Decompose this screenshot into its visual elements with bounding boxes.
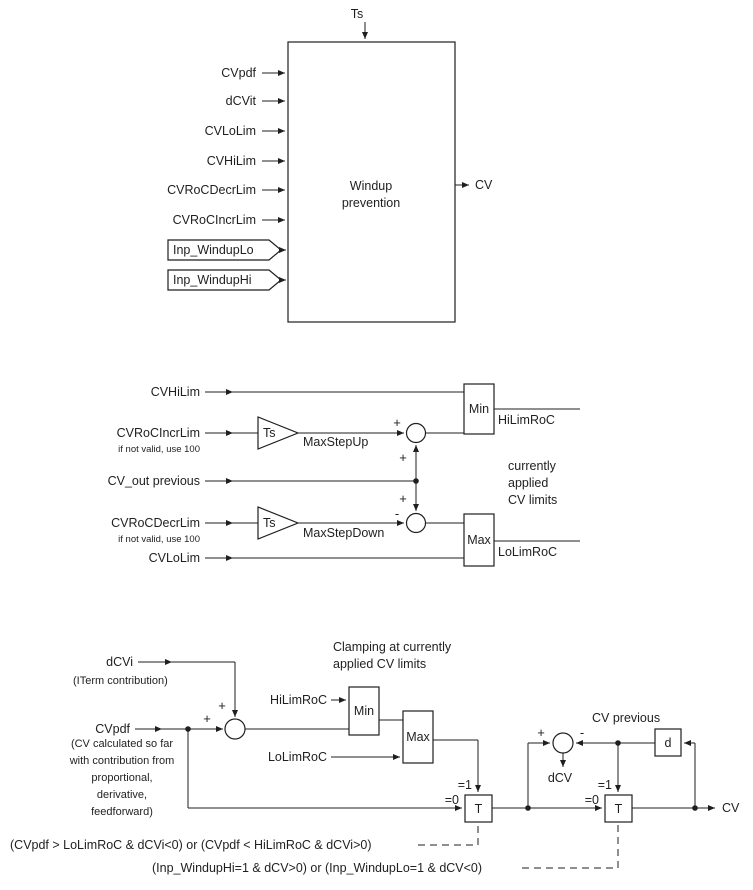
diff-junction	[552, 732, 574, 754]
currently-applied-note: currently applied CV limits	[508, 459, 557, 507]
cv-final-label: CV	[722, 801, 740, 815]
tag-input-windup-hi: Inp_WindupHi	[167, 269, 286, 291]
lolimroc-out-label: LoLimRoC	[498, 545, 557, 559]
gain-up-ts-label: Ts	[263, 426, 276, 440]
sum-b1-plus-left: +	[203, 711, 211, 726]
top-section: Ts Windup prevention CVpdf dCVit CVLoLim…	[167, 7, 493, 323]
hilimroc-in-label: HiLimRoC	[270, 693, 327, 707]
tag-label-windup-hi: Inp_WindupHi	[173, 273, 252, 287]
tag-input-windup-lo: Inp_WindupLo	[167, 239, 286, 261]
diff-plus-left: +	[537, 725, 545, 740]
cvpdf-note-line4: derivative,	[97, 789, 147, 801]
max-block-mid-label: Max	[467, 533, 491, 547]
t-switch-1	[464, 794, 493, 823]
note-line-3: CV limits	[508, 493, 557, 507]
windup-prevention-block	[287, 41, 456, 323]
ts-top-label: Ts	[351, 7, 364, 21]
gain-triangle-up	[257, 416, 300, 450]
t2-eq0-label: =0	[585, 793, 599, 807]
cv-output-label-top: CV	[475, 178, 493, 192]
dcvi-label: dCVi	[106, 655, 133, 669]
mid-not-valid-note-1: if not valid, use 100	[118, 444, 200, 455]
clamping-title-line1: Clamping at currently	[333, 640, 452, 654]
input-label-cvlolim: CVLoLim	[205, 124, 256, 138]
diff-minus-right: -	[580, 725, 584, 740]
t-switch-2	[604, 794, 633, 823]
min-block-mid-label: Min	[469, 402, 489, 416]
max-block-clamp-label: Max	[406, 730, 430, 744]
cvpdf-note-line2: with contribution from	[69, 755, 175, 767]
sum-b1-plus-top: +	[218, 698, 226, 713]
tag-shape-windup-lo	[167, 239, 282, 261]
maxstepup-label: MaxStepUp	[303, 435, 368, 449]
hilimroc-out-label: HiLimRoC	[498, 413, 555, 427]
t-switch-2-label: T	[615, 802, 623, 816]
mid-cvrocincrlim-label: CVRoCIncrLim	[117, 426, 200, 440]
block-title-line1: Windup	[350, 179, 392, 193]
lolimroc-in-label: LoLimRoC	[268, 750, 327, 764]
sum-up-plus-bottom: +	[399, 450, 407, 465]
note-line-2: applied	[508, 476, 548, 490]
cvpdf-label: CVpdf	[95, 722, 130, 736]
sum-junction-clamp	[224, 718, 246, 740]
block-title-line2: prevention	[342, 196, 400, 210]
input-label-cvrocdecrlim: CVRoCDecrLim	[167, 183, 256, 197]
delay-block	[654, 728, 682, 757]
sum-up-plus-left: +	[393, 415, 401, 430]
cvpdf-note-line5: feedforward)	[91, 806, 153, 818]
t1-eq0-label: =0	[445, 793, 459, 807]
sum-junction-up	[405, 422, 427, 444]
mid-cvlolim-label: CVLoLim	[149, 551, 200, 565]
delay-block-label: d	[665, 736, 672, 750]
input-label-cvrocincrlim: CVRoCIncrLim	[173, 213, 256, 227]
min-block-clamp-label: Min	[354, 704, 374, 718]
condition1-dashed-link	[418, 824, 479, 846]
gain-down-ts-label: Ts	[263, 516, 276, 530]
top-input-labels: CVpdf dCVit CVLoLim CVHiLim CVRoCDecrLim…	[167, 66, 256, 227]
min-block-clamp	[348, 686, 380, 736]
t-switch-1-label: T	[475, 802, 483, 816]
input-label-cvhilim: CVHiLim	[207, 154, 256, 168]
mid-cvrocdecrlim-label: CVRoCDecrLim	[111, 516, 200, 530]
cv-previous-label: CV previous	[592, 711, 660, 725]
top-input-wires	[262, 70, 285, 223]
cvpdf-note-line3: proportional,	[91, 772, 152, 784]
iterm-note: (ITerm contribution)	[73, 675, 168, 687]
condition1-text: (CVpdf > LoLimRoC & dCVi<0) or (CVpdf < …	[10, 838, 372, 852]
sum-down-minus-left: -	[395, 506, 399, 521]
bottom-section: Clamping at currently applied CV limits …	[10, 640, 740, 875]
cvpdf-note: (CV calculated so far with contribution …	[69, 738, 175, 818]
maxstepdown-label: MaxStepDown	[303, 526, 384, 540]
condition2-dashed-link	[522, 824, 619, 869]
mid-section: CVHiLim CVRoCIncrLim if not valid, use 1…	[108, 383, 580, 567]
tag-shape-windup-hi	[167, 269, 282, 291]
tag-label-windup-lo: Inp_WindupLo	[173, 243, 254, 257]
max-block-mid	[463, 513, 495, 567]
sum-down-plus-top: +	[399, 491, 407, 506]
cvpdf-note-line1: (CV calculated so far	[71, 738, 173, 750]
t2-eq1-label: =1	[598, 778, 612, 792]
note-line-1: currently	[508, 459, 557, 473]
max-block-clamp	[402, 710, 434, 764]
mid-cvhilim-label: CVHiLim	[151, 385, 200, 399]
mid-not-valid-note-2: if not valid, use 100	[118, 534, 200, 545]
gain-triangle-down	[257, 506, 300, 540]
dcv-label: dCV	[548, 771, 573, 785]
cv-out-previous-label: CV_out previous	[108, 474, 200, 488]
input-label-cvpdf: CVpdf	[221, 66, 256, 80]
condition2-text: (Inp_WindupHi=1 & dCV>0) or (Inp_WindupL…	[152, 861, 482, 875]
input-label-dcvit: dCVit	[226, 94, 257, 108]
t1-eq1-label: =1	[458, 778, 472, 792]
sum-junction-down	[405, 512, 427, 534]
min-block-mid	[463, 383, 495, 435]
clamping-title-line2: applied CV limits	[333, 657, 426, 671]
